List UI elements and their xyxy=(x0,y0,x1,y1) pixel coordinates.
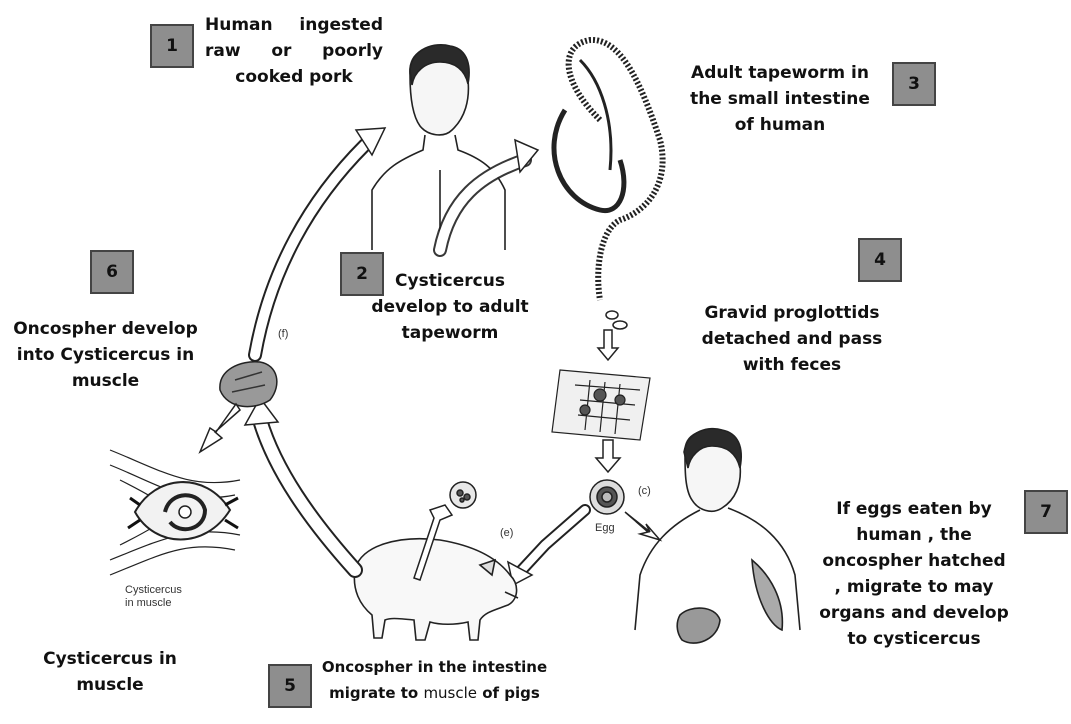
oncosphere-in-pig xyxy=(450,482,476,508)
step-3-number: 3 xyxy=(908,74,920,94)
step-2-text: Cysticercus develop to adult tapeworm xyxy=(365,268,535,346)
adult-tapeworm xyxy=(554,40,663,329)
label-e: (e) xyxy=(500,527,513,539)
step-1-text: Human ingested raw or poorly cooked pork xyxy=(205,12,383,90)
step-7-text: If eggs eaten by human , the oncospher h… xyxy=(818,496,1010,652)
egg xyxy=(590,480,624,514)
step-5-text: Oncospher in the intestine migrate to mu… xyxy=(312,654,557,706)
step-5-number: 5 xyxy=(284,676,296,696)
label-egg: Egg xyxy=(595,522,615,534)
label-cysticercus-line2: in muscle xyxy=(125,597,182,610)
arrow-meat-to-cysticercus xyxy=(200,404,240,452)
label-cysticercus-figure: Cysticercus in muscle xyxy=(125,584,182,610)
label-c: (c) xyxy=(638,485,651,497)
step-4-label: Gravid proglottids detached and pass wit… xyxy=(702,303,883,375)
step-5-label-line1: Oncospher in the intestine xyxy=(312,654,557,680)
step-1-badge: 1 xyxy=(150,24,194,68)
step-4-number: 4 xyxy=(874,250,886,270)
step-5-badge: 5 xyxy=(268,664,312,708)
step-5-label-line2: migrate to muscle of pigs xyxy=(312,680,557,706)
step-6-number: 6 xyxy=(106,262,118,282)
step-5-label-muscle: muscle xyxy=(423,684,477,702)
step-3-text: Adult tapeworm in the small intestine of… xyxy=(690,60,870,138)
step-1-number: 1 xyxy=(166,36,178,56)
label-f: (f) xyxy=(278,328,288,340)
step-5-label-d: of pigs xyxy=(482,684,540,702)
label-cysticercus-line1: Cysticercus xyxy=(125,584,182,597)
arrow-egg-to-pig-inner xyxy=(520,510,585,572)
step-6-text: Oncospher develop into Cysticercus in mu… xyxy=(8,316,203,394)
step-7-label: If eggs eaten by human , the oncospher h… xyxy=(819,499,1009,649)
step-3-label: Adult tapeworm in the small intestine of… xyxy=(690,63,870,135)
arrow-pig-to-meat-inner xyxy=(260,420,355,570)
step-7-number: 7 xyxy=(1040,502,1052,522)
step-1-label: Human ingested raw or poorly cooked pork xyxy=(205,15,383,87)
arrow-meat-to-human-inner xyxy=(255,145,365,355)
bottom-left-caption: Cysticercus in muscle xyxy=(40,646,180,698)
bottom-left-caption-text: Cysticercus in muscle xyxy=(43,649,177,695)
pig xyxy=(354,539,518,640)
pork-meat xyxy=(220,362,277,407)
step-6-label: Oncospher develop into Cysticercus in mu… xyxy=(13,319,198,391)
human-bottom-figure xyxy=(635,429,800,643)
arrow-meat-to-human xyxy=(255,145,365,355)
step-3-badge: 3 xyxy=(892,62,936,106)
step-5-label-b: migrate to xyxy=(329,684,418,702)
step-4-text: Gravid proglottids detached and pass wit… xyxy=(692,300,892,378)
step-4-badge: 4 xyxy=(858,238,902,282)
step-6-badge: 6 xyxy=(90,250,134,294)
human-top-figure xyxy=(372,45,505,250)
cysticercus-in-muscle-figure xyxy=(110,450,240,575)
step-7-badge: 7 xyxy=(1024,490,1068,534)
gravid-proglottid xyxy=(552,370,650,440)
step-2-label: Cysticercus develop to adult tapeworm xyxy=(371,271,528,343)
arrow-egg-to-human xyxy=(625,512,660,540)
